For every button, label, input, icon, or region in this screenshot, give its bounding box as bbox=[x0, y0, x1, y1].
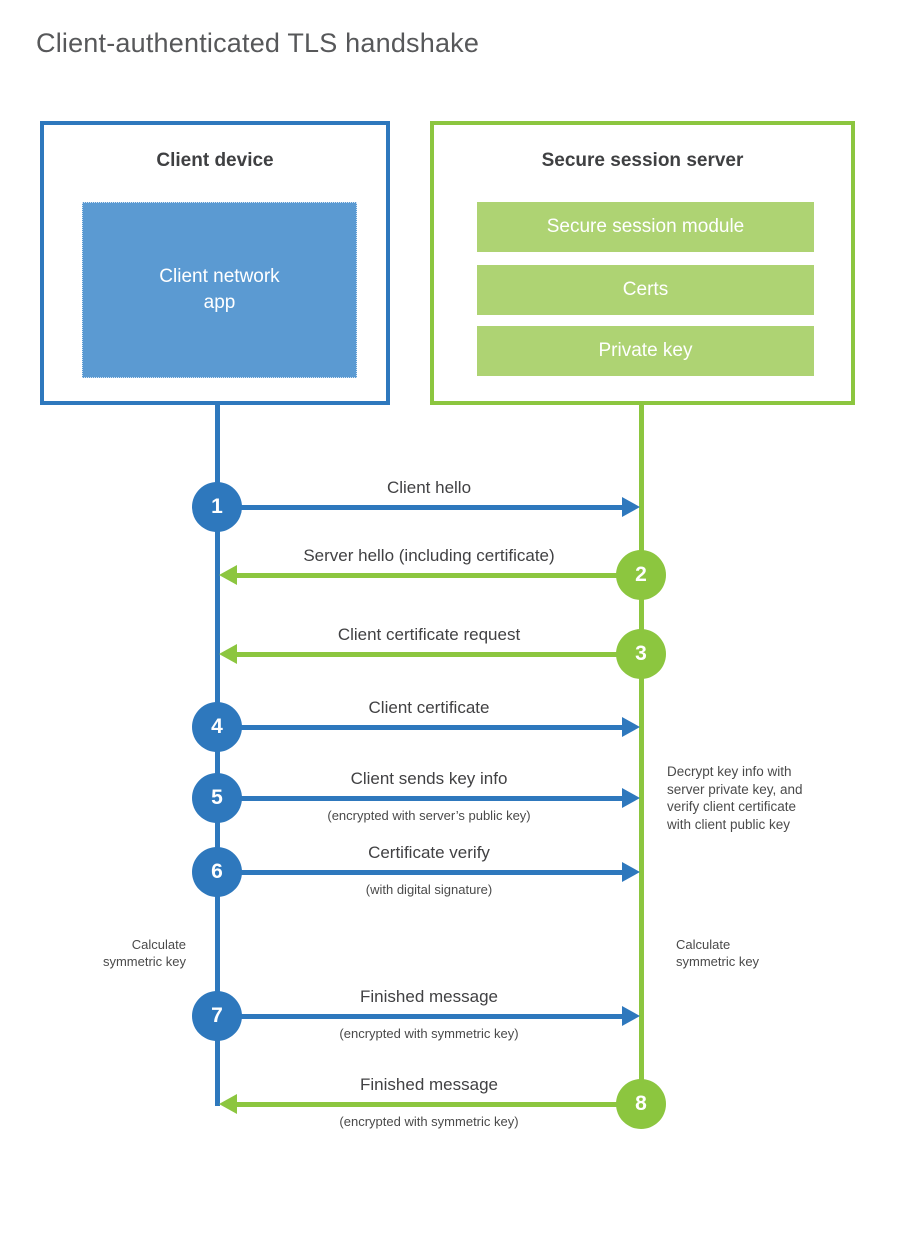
decrypt-key-info-annotation: Decrypt key info with server private key… bbox=[667, 764, 803, 832]
message-label: Finished message bbox=[360, 1075, 498, 1094]
arrow-line bbox=[237, 652, 641, 657]
arrow-line bbox=[219, 1014, 622, 1019]
arrowhead-left-icon bbox=[219, 565, 237, 585]
arrow-line bbox=[219, 725, 622, 730]
message-label: Client sends key info bbox=[350, 769, 508, 788]
message-label: Certificate verify bbox=[368, 843, 490, 862]
module-private-key: Private key bbox=[477, 326, 814, 376]
arrowhead-right-icon bbox=[622, 717, 640, 737]
page-title: Client-authenticated TLS handshake bbox=[36, 28, 480, 58]
step-circle: 3 bbox=[616, 629, 666, 679]
client-lifeline bbox=[215, 405, 220, 1106]
client-network-app-box: Client network app bbox=[82, 202, 357, 378]
arrow-line bbox=[219, 796, 622, 801]
message-label: Server hello (including certificate) bbox=[303, 546, 555, 565]
message-sublabel: (encrypted with symmetric key) bbox=[339, 1026, 519, 1041]
message-label: Client certificate bbox=[368, 698, 490, 717]
calculate-symmetric-key-client: Calculate symmetric key bbox=[102, 937, 186, 969]
step-circle: 1 bbox=[192, 482, 242, 532]
step-circle: 4 bbox=[192, 702, 242, 752]
message-label: Finished message bbox=[360, 987, 498, 1006]
arrowhead-right-icon bbox=[622, 1006, 640, 1026]
client-device-title: Client device bbox=[156, 150, 274, 171]
arrow-line bbox=[237, 1102, 641, 1107]
server-title: Secure session server bbox=[541, 150, 744, 171]
arrowhead-right-icon bbox=[622, 788, 640, 808]
server-lifeline bbox=[639, 405, 644, 1104]
arrowhead-left-icon bbox=[219, 644, 237, 664]
message-sublabel: (encrypted with symmetric key) bbox=[339, 1114, 519, 1129]
step-circle: 7 bbox=[192, 991, 242, 1041]
step-circle: 8 bbox=[616, 1079, 666, 1129]
message-label: Client hello bbox=[386, 478, 472, 497]
arrow-line bbox=[219, 870, 622, 875]
arrowhead-left-icon bbox=[219, 1094, 237, 1114]
step-circle: 5 bbox=[192, 773, 242, 823]
step-circle: 6 bbox=[192, 847, 242, 897]
module-certs: Certs bbox=[477, 265, 814, 315]
arrowhead-right-icon bbox=[622, 497, 640, 517]
step-circle: 2 bbox=[616, 550, 666, 600]
client-device-box: Client device Client network app bbox=[40, 121, 390, 405]
message-sublabel: (encrypted with server’s public key) bbox=[327, 808, 531, 823]
message-label: Client certificate request bbox=[337, 625, 521, 644]
secure-session-server-box: Secure session server Secure session mod… bbox=[430, 121, 855, 405]
arrow-line bbox=[237, 573, 641, 578]
arrow-line bbox=[219, 505, 622, 510]
message-sublabel: (with digital signature) bbox=[365, 882, 493, 897]
calculate-symmetric-key-server: Calculate symmetric key bbox=[676, 937, 760, 969]
module-secure-session: Secure session module bbox=[477, 202, 814, 252]
arrowhead-right-icon bbox=[622, 862, 640, 882]
